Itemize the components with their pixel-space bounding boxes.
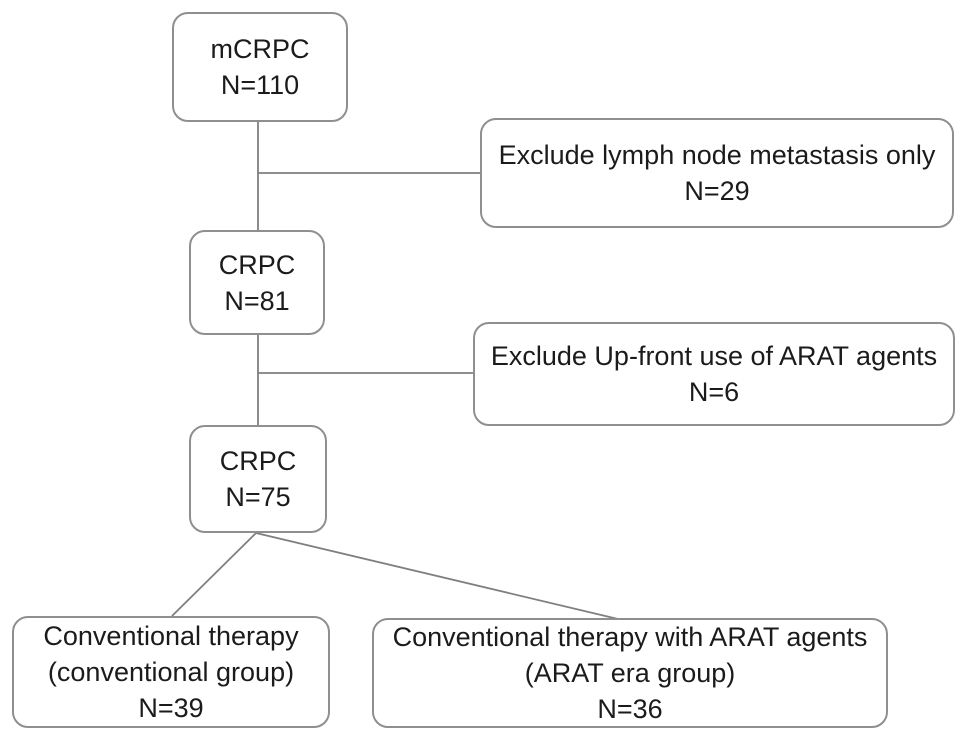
connector-crpc75-to-arat-era bbox=[255, 532, 619, 620]
node-mcrpc-count: N=110 bbox=[220, 70, 300, 100]
node-exclude-arat-title: Exclude Up-front use of ARAT agents bbox=[490, 341, 938, 371]
node-mcrpc-title: mCRPC bbox=[210, 34, 310, 64]
node-arat-era-count: N=36 bbox=[597, 694, 663, 724]
node-crpc-81-count: N=81 bbox=[224, 285, 290, 316]
node-exclude-lymph-title: Exclude lymph node metastasis only bbox=[498, 140, 936, 170]
connector-crpc75-to-conventional bbox=[171, 532, 257, 617]
node-exclude-arat: Exclude Up-front use of ARAT agents N=6 bbox=[473, 322, 955, 426]
node-mcrpc: mCRPC N=110 bbox=[172, 12, 348, 122]
node-exclude-arat-count: N=6 bbox=[688, 377, 740, 407]
node-crpc-75-title: CRPC bbox=[219, 446, 297, 476]
node-crpc-81: CRPC N=81 bbox=[189, 230, 325, 335]
node-conventional-title: Conventional therapy bbox=[43, 621, 299, 651]
node-conventional-count: N=39 bbox=[138, 693, 204, 723]
node-arat-era-group: Conventional therapy with ARAT agents (A… bbox=[372, 618, 888, 728]
node-conventional-subtitle: (conventional group) bbox=[47, 657, 295, 687]
node-crpc-75: CRPC N=75 bbox=[189, 425, 327, 533]
node-crpc-75-count: N=75 bbox=[225, 482, 291, 512]
node-arat-era-subtitle: (ARAT era group) bbox=[524, 658, 736, 688]
node-exclude-lymph: Exclude lymph node metastasis only N=29 bbox=[480, 118, 954, 228]
node-crpc-81-title: CRPC bbox=[218, 249, 296, 280]
node-exclude-lymph-count: N=29 bbox=[684, 176, 750, 206]
node-arat-era-title: Conventional therapy with ARAT agents bbox=[392, 622, 868, 652]
node-conventional-group: Conventional therapy (conventional group… bbox=[12, 616, 330, 728]
